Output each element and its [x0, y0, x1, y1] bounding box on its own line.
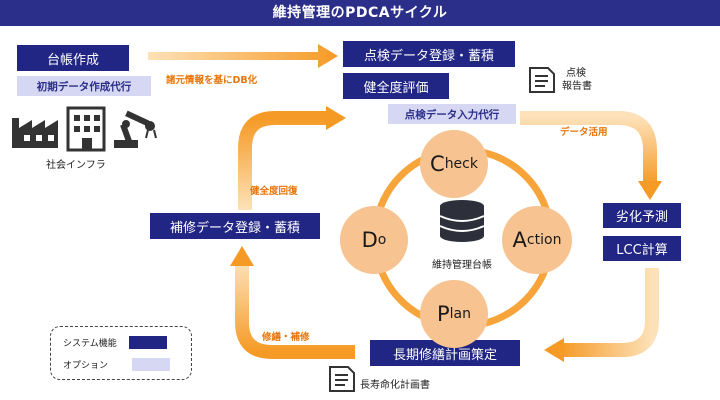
- action-rest: ction: [526, 232, 562, 248]
- do-initial: D: [361, 228, 378, 252]
- legend: システム機能 オプション: [50, 326, 192, 380]
- ledger-creation-box: 台帳作成: [17, 45, 129, 71]
- social-infra-label: 社会インフラ: [46, 160, 106, 171]
- life-plan-label: 長寿命化計画書: [360, 380, 430, 391]
- robot-arm-icon: [114, 110, 157, 148]
- legend-system-label: システム機能: [63, 339, 117, 349]
- plan-doc-icon: [329, 366, 355, 392]
- arrow-repair: [230, 246, 355, 359]
- plan-rest: lan: [449, 306, 471, 322]
- action-initial: A: [512, 228, 527, 252]
- do-rest: o: [377, 232, 387, 248]
- legend-option-label: オプション: [63, 361, 109, 371]
- legend-system-swatch: [128, 336, 167, 349]
- inspection-register-box: 点検データ登録・蓄積: [343, 41, 515, 67]
- arrow-to-plan: [544, 268, 659, 362]
- report-label-2: 報告書: [562, 81, 592, 92]
- data-use-label: データ活用: [560, 127, 608, 138]
- arrow-data-use: [520, 111, 662, 200]
- ledger-center-label: 維持管理台帳: [432, 260, 492, 271]
- db-conversion-label: 諸元情報を基にDB化: [166, 75, 258, 86]
- report-label-1: 点検: [566, 68, 586, 79]
- legend-system: システム機能: [63, 336, 167, 349]
- arrow-to-inspection: [148, 44, 338, 68]
- legend-option-swatch: [132, 358, 171, 371]
- deterioration-box: 劣化予測: [603, 203, 681, 228]
- long-term-plan-box: 長期修繕計画策定: [370, 340, 520, 366]
- plan-initial: P: [436, 302, 450, 326]
- arrow-recovery: [238, 106, 346, 210]
- lcc-box: LCC計算: [603, 236, 681, 261]
- page-title: 維持管理のPDCAサイクル: [0, 0, 720, 26]
- health-eval-box: 健全度評価: [343, 73, 449, 99]
- legend-option: オプション: [63, 358, 171, 371]
- repair-register-box: 補修データ登録・蓄積: [150, 213, 320, 239]
- initial-data-option: 初期データ作成代行: [17, 76, 151, 96]
- factory-icon: [12, 118, 58, 148]
- database-icon: [439, 200, 485, 242]
- check-rest: heck: [444, 156, 478, 172]
- recovery-label: 健全度回復: [250, 186, 298, 197]
- check-initial: C: [430, 152, 445, 176]
- building-icon: [66, 106, 106, 152]
- repair-label: 修繕・補修: [262, 332, 310, 343]
- report-doc-icon: [529, 67, 555, 93]
- input-option-box: 点検データ入力代行: [388, 104, 516, 124]
